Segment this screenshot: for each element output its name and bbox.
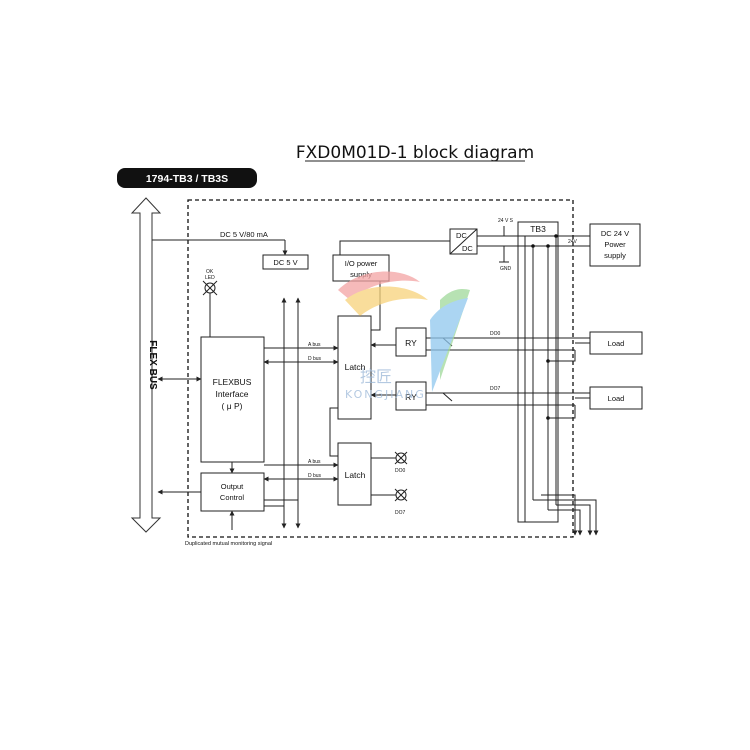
do0-line-label: DO0 bbox=[490, 331, 501, 337]
output-control-label-1: Output bbox=[221, 482, 244, 491]
flexbus-label-2: Interface bbox=[215, 389, 248, 399]
flexbus-interface-box bbox=[200, 336, 265, 463]
d-bus-label-upper: D bus bbox=[308, 356, 322, 362]
dc5v-80ma-label: DC 5 V/80 mA bbox=[220, 230, 268, 239]
tb3-terminal-block bbox=[517, 221, 559, 523]
a-bus-label-lower: A bus bbox=[308, 459, 321, 465]
footnote: Duplicated mutual monitoring signal bbox=[185, 541, 272, 547]
io-power-label-2: supply bbox=[350, 270, 372, 279]
output-control-label-2: Control bbox=[220, 493, 245, 502]
flex-bus-arrow: FLEX BUS bbox=[130, 197, 162, 533]
ok-led-label-2: LED bbox=[205, 275, 215, 281]
a-bus-label-upper: A bus bbox=[308, 342, 321, 348]
dcdc-label-2: DC bbox=[462, 244, 473, 253]
dc5v-box bbox=[262, 254, 309, 270]
d-bus-label-lower: D bus bbox=[308, 473, 322, 479]
watermark-logo: 控匠 KONGJIANG bbox=[338, 271, 470, 401]
latch-lower-box bbox=[337, 442, 372, 506]
dcdc-label-1: DC bbox=[456, 231, 467, 240]
watermark-latin: KONGJIANG bbox=[345, 388, 426, 401]
dc24-label-1: DC 24 V bbox=[601, 229, 629, 238]
gnd-label: GND bbox=[500, 266, 512, 272]
relay-lower-label: RY bbox=[405, 392, 417, 402]
ok-led-label-1: OK bbox=[206, 269, 214, 275]
do7-led-label: DO7 bbox=[395, 510, 406, 516]
relay-lower-box bbox=[395, 381, 427, 411]
io-power-feed-line bbox=[339, 240, 450, 255]
dc24-label-3: supply bbox=[604, 251, 626, 260]
module-boundary bbox=[187, 199, 574, 538]
watermark-chinese: 控匠 bbox=[360, 367, 392, 386]
diagram-title: FXD0M01D-1 block diagram bbox=[296, 143, 534, 163]
flexbus-label-3: ( μ P) bbox=[222, 401, 243, 411]
relay-upper-label: RY bbox=[405, 338, 417, 348]
plus-24v-label: 24V bbox=[568, 239, 578, 245]
do0-led-label: DO0 bbox=[395, 468, 406, 474]
v24-label: 24 V S bbox=[498, 218, 514, 224]
latch-upper-label: Latch bbox=[345, 362, 366, 372]
do7-line-label: DO7 bbox=[490, 386, 501, 392]
relay-upper-box bbox=[395, 327, 427, 357]
module-tag: 1794-TB3 / TB3S bbox=[117, 168, 257, 188]
io-power-label-1: I/O power bbox=[345, 259, 378, 268]
tb3-label: TB3 bbox=[530, 224, 546, 234]
dc24-label-2: Power bbox=[604, 240, 626, 249]
module-tag-label: 1794-TB3 / TB3S bbox=[146, 173, 228, 185]
do0-led-icon bbox=[394, 451, 408, 465]
latch-lower-label: Latch bbox=[345, 470, 366, 480]
dc-dc-converter: DC DC bbox=[449, 228, 478, 255]
load-upper-label: Load bbox=[608, 339, 625, 348]
dc24v-power-supply-box bbox=[589, 223, 641, 267]
do7-led-icon bbox=[394, 488, 408, 502]
latch-upper-box bbox=[337, 315, 372, 420]
output-control-box bbox=[200, 472, 265, 512]
flex-bus-label: FLEX BUS bbox=[147, 340, 158, 390]
dc5v-box-label: DC 5 V bbox=[273, 258, 297, 267]
ok-led-icon bbox=[202, 280, 218, 296]
flexbus-label-1: FLEXBUS bbox=[213, 377, 252, 387]
load-lower-label: Load bbox=[608, 394, 625, 403]
